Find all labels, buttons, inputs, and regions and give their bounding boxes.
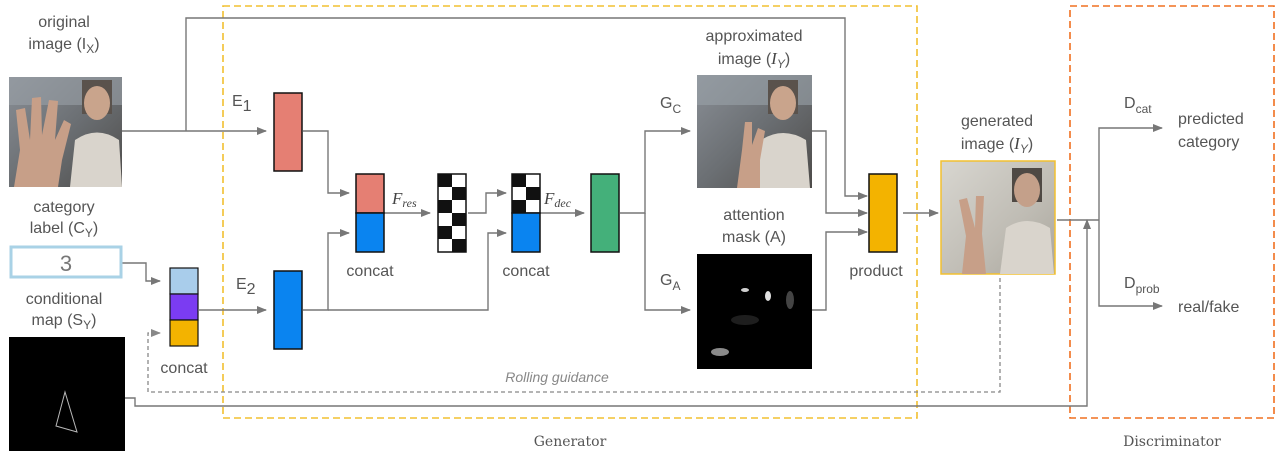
concat2-label: concat <box>502 263 550 280</box>
generated-image <box>940 160 1056 275</box>
line-e2-to-concat2 <box>328 229 507 311</box>
line-input-bypass-top <box>185 17 868 200</box>
checker-cell <box>438 239 452 252</box>
line-category-to-concat <box>122 262 161 285</box>
category-label-subtitle: label (CY) <box>30 220 98 240</box>
input-concat-block <box>169 267 199 347</box>
generated-title: generated <box>961 113 1033 130</box>
predicted-category-line1: predicted <box>1178 111 1244 128</box>
category-label-title: category <box>33 199 94 216</box>
rolling-guidance-label: Rolling guidance <box>505 369 609 385</box>
category-label-box <box>9 245 123 279</box>
conditional-map <box>9 337 125 451</box>
f-dec-label: Fdec <box>543 189 572 210</box>
line-e1-to-concat1 <box>303 130 350 197</box>
line-to-dprob <box>1098 220 1163 310</box>
approximated-image <box>697 75 812 188</box>
ga-label: GA <box>660 272 680 293</box>
generated-subtitle: image (IY) <box>961 134 1033 156</box>
checker-cell <box>452 200 466 213</box>
checker-cell <box>452 239 466 252</box>
discriminator-region <box>1069 5 1275 419</box>
discriminator-section-label: Discriminator <box>1123 434 1221 450</box>
input-concat-label: concat <box>160 360 208 377</box>
checker-cell <box>526 200 540 213</box>
decoder-block <box>590 173 620 253</box>
checker-cell <box>438 213 452 226</box>
line-rolling-guidance <box>147 278 1001 393</box>
checker-cell <box>438 187 452 200</box>
f-res-label: Fres <box>391 189 417 210</box>
checker-cell <box>452 226 466 239</box>
product-block <box>868 173 898 253</box>
encoder-e1-block <box>273 92 303 172</box>
checker-cell <box>526 187 540 200</box>
dcat-label: Dcat <box>1124 95 1152 116</box>
attention-title: attention <box>723 207 784 224</box>
concat1-label: concat <box>346 263 394 280</box>
checker-cell <box>526 174 540 187</box>
real-fake-label: real/fake <box>1178 299 1239 316</box>
encoder-e2-block <box>273 270 303 350</box>
attention-subtitle: mask (A) <box>722 229 786 246</box>
predicted-category-line2: category <box>1178 134 1239 151</box>
line-approx-to-product <box>812 130 868 217</box>
approximated-subtitle: image (IY) <box>718 49 790 71</box>
attention-mask <box>697 254 812 369</box>
generator-region <box>222 5 918 419</box>
line-condmap-to-discriminator <box>125 219 1091 407</box>
original-image-title: original <box>38 14 90 31</box>
approximated-title: approximated <box>706 28 803 45</box>
checker-cell <box>438 174 452 187</box>
original-image-subtitle: image (IX) <box>28 36 99 56</box>
category-label-value: 3 <box>60 251 72 276</box>
checker-cell <box>512 200 526 213</box>
gc-label: GC <box>660 95 681 116</box>
residual-block <box>437 173 467 253</box>
checker-cell <box>438 226 452 239</box>
line-e2-to-concat1 <box>303 229 350 311</box>
e2-label: E2 <box>236 276 256 298</box>
e1-label: E1 <box>232 93 252 115</box>
line-decoder-to-ga <box>644 213 691 314</box>
product-label: product <box>849 263 903 280</box>
generator-section-label: Generator <box>534 434 607 450</box>
line-residual-to-concat2 <box>468 189 507 214</box>
concat2-block <box>511 173 541 253</box>
concat1-block <box>355 173 385 253</box>
dprob-label: Dprob <box>1124 275 1160 296</box>
checker-cell <box>438 200 452 213</box>
line-to-dcat <box>1098 124 1163 220</box>
original-image <box>9 77 122 187</box>
conditional-map-title: conditional <box>26 291 103 308</box>
line-decoder-to-gc <box>620 127 691 214</box>
checker-cell <box>512 174 526 187</box>
checker-cell <box>452 213 466 226</box>
checker-cell <box>452 187 466 200</box>
conditional-map-subtitle: map (SY) <box>32 312 97 332</box>
checker-cell <box>452 174 466 187</box>
line-attention-to-product <box>812 228 868 311</box>
checker-border <box>437 173 467 253</box>
checker-cell <box>512 187 526 200</box>
